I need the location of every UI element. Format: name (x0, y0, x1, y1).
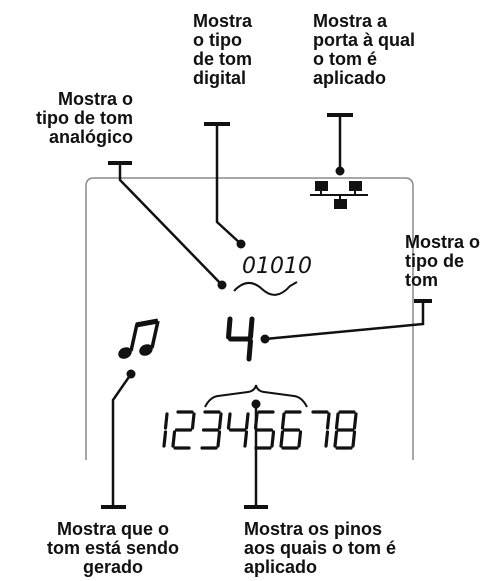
leader-lines (101, 113, 432, 509)
leader-tone-type-dot (260, 334, 270, 344)
sine-wave-icon (233, 281, 298, 296)
double-eighth-note-icon (118, 318, 160, 359)
leader-pins-dot (251, 399, 261, 409)
segment-b (248, 316, 255, 340)
segment-c (216, 430, 222, 448)
segment-c (324, 430, 330, 448)
segment-f (253, 412, 259, 430)
pin-digit-8 (333, 410, 358, 450)
digital-code-label: 01010 (242, 254, 312, 279)
callout-digital-tone-type: Mostra o tipo de tom digital (193, 11, 253, 88)
pin-brace (204, 384, 308, 408)
pin-digit-1 (162, 412, 169, 448)
segment-c (243, 430, 249, 448)
pin-digit-4 (226, 412, 250, 448)
pin-digit-6 (279, 410, 303, 450)
segment-e (279, 430, 285, 448)
callout-pins-applied: Mostra os pinos aos quais o tom é aplica… (244, 519, 397, 577)
pin-digit-segments (162, 410, 358, 450)
pin-digit-7 (311, 410, 331, 448)
segment-f (226, 412, 232, 430)
segment-f (280, 412, 286, 430)
segment-b (163, 412, 169, 430)
lcd-screen-frame (85, 177, 414, 460)
segment-c (297, 430, 303, 448)
segment-b (352, 412, 358, 430)
leader-port-dot (335, 166, 345, 176)
segment-e (171, 430, 177, 448)
leader-generated (111, 373, 133, 507)
callout-tone-type: Mostra o tipo de tom (405, 232, 481, 290)
segment-b (217, 412, 223, 430)
segment-f (334, 412, 340, 430)
network-topology-icon (310, 181, 368, 209)
segment-b (190, 412, 196, 430)
tone-number-segments (226, 316, 255, 362)
pin-digit-3 (200, 410, 223, 450)
callout-analog-tone-type: Mostra o tipo de tom analógico (36, 89, 133, 147)
segment-b (244, 412, 250, 430)
segment-c (270, 430, 276, 448)
leader-digital-tone (215, 124, 242, 245)
leader-generated-dot (126, 369, 136, 379)
segment-c (162, 430, 168, 448)
segment-e (333, 430, 339, 448)
tone-number-digit (226, 316, 255, 362)
pin-digit-2 (171, 410, 196, 450)
pin-digit-5 (253, 410, 276, 450)
segment-c (246, 338, 253, 362)
segment-b (325, 412, 331, 430)
segment-f (226, 316, 233, 340)
leader-analog (118, 163, 223, 286)
callout-port-applied: Mostra a porta à qual o tom é aplicado (313, 11, 416, 88)
callout-tone-generated: Mostra que o tom está sendo gerado (46, 519, 180, 577)
leader-digital-tone-dot (236, 239, 246, 249)
leader-tone-type (264, 301, 425, 341)
segment-c (351, 430, 357, 448)
leader-analog-dot (217, 280, 227, 290)
